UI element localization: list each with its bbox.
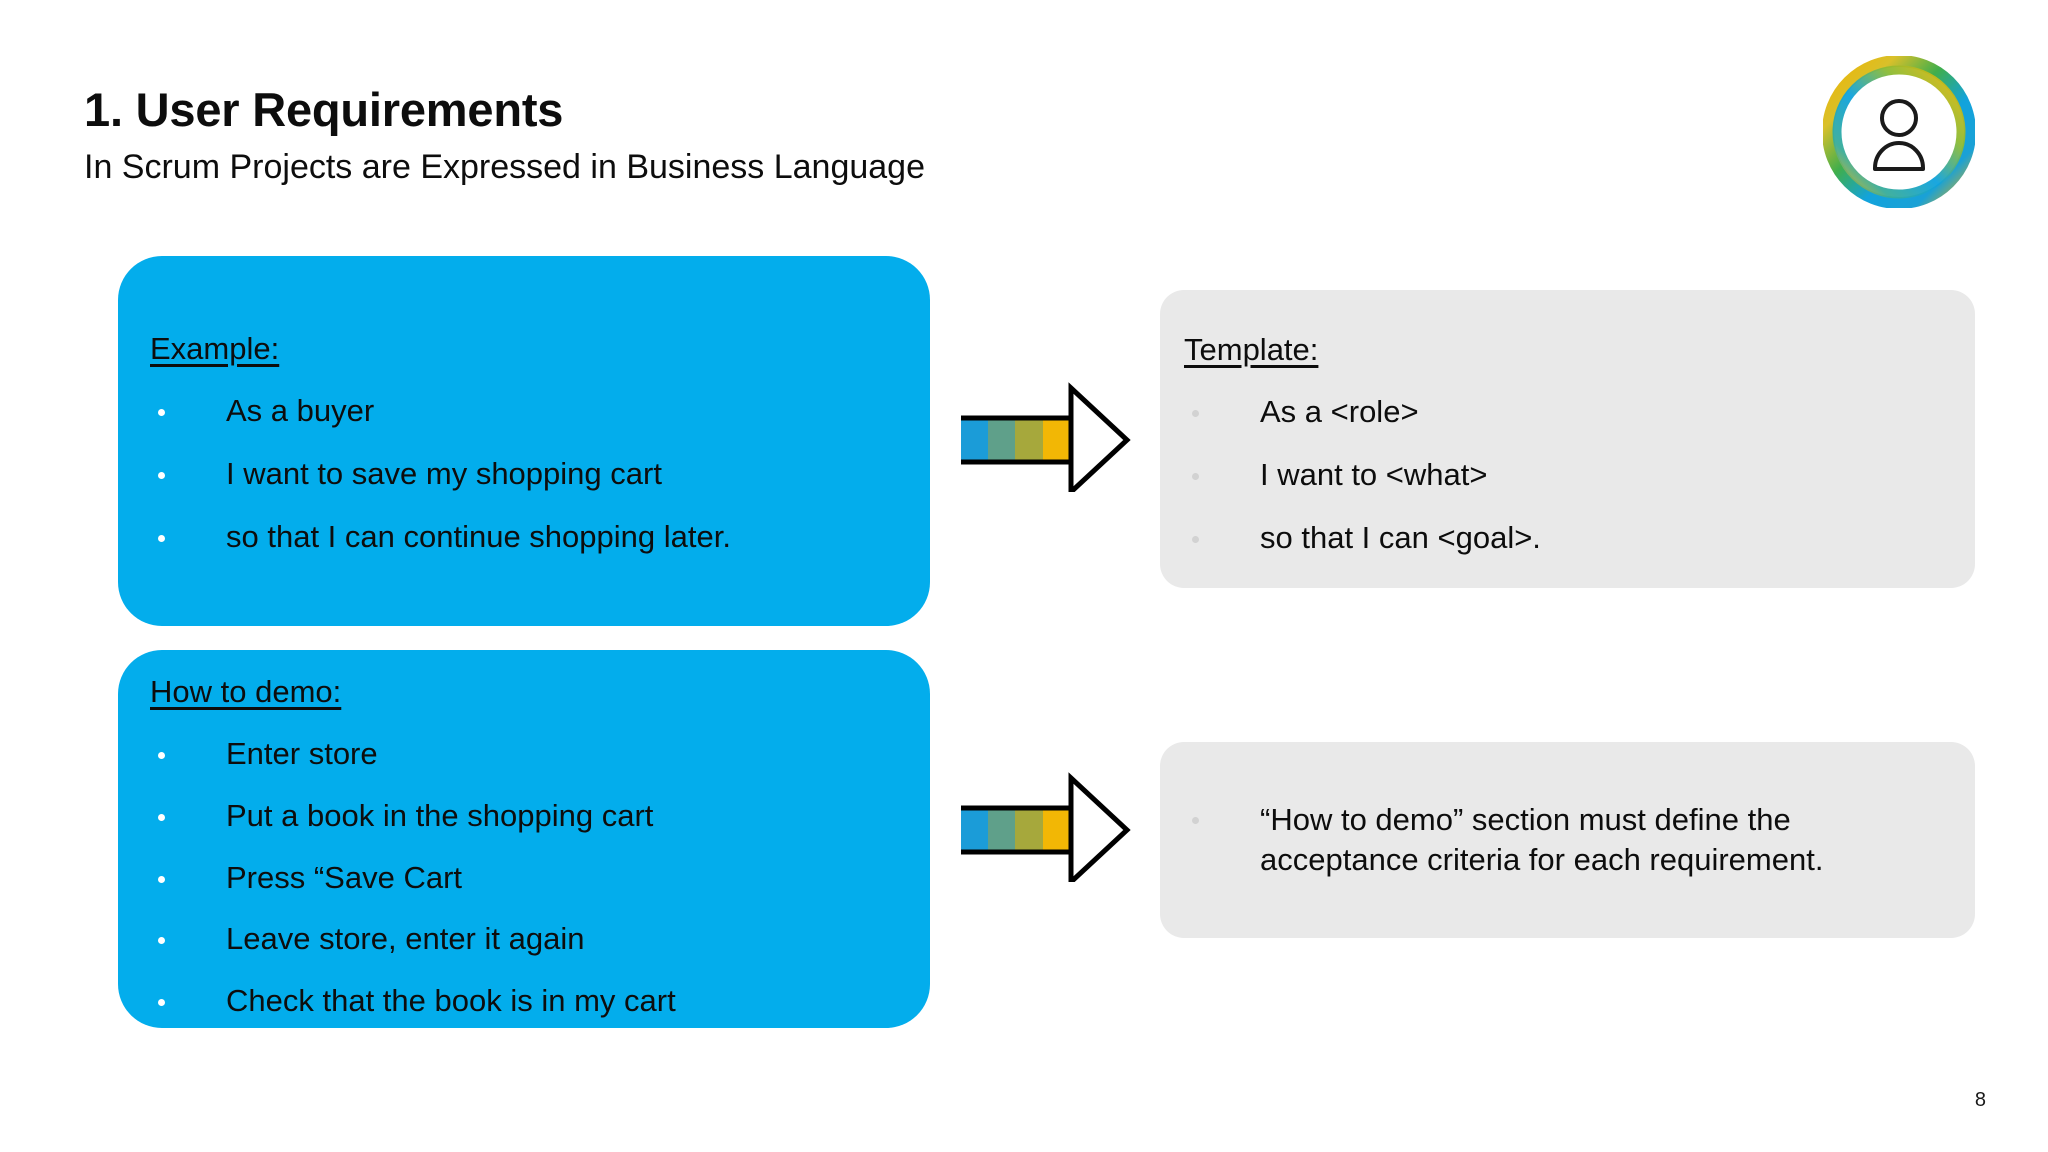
card-acceptance-criteria: “How to demo” section must define the ac… bbox=[1160, 742, 1975, 938]
list-item: Enter store bbox=[150, 735, 910, 773]
list-item: I want to save my shopping cart bbox=[150, 455, 910, 493]
right-arrow-icon bbox=[961, 382, 1131, 498]
card-how-to-demo-list: Enter store Put a book in the shopping c… bbox=[150, 735, 910, 1020]
list-item: so that I can <goal>. bbox=[1184, 519, 1954, 557]
card-acceptance-list: “How to demo” section must define the ac… bbox=[1184, 800, 1864, 881]
user-avatar-logo bbox=[1822, 55, 1976, 209]
list-item: I want to <what> bbox=[1184, 456, 1954, 494]
list-item: As a <role> bbox=[1184, 393, 1954, 431]
page-number: 8 bbox=[1974, 1089, 1986, 1111]
list-item: Leave store, enter it again bbox=[150, 920, 910, 958]
right-arrow-icon bbox=[961, 772, 1131, 888]
list-item: Put a book in the shopping cart bbox=[150, 797, 910, 835]
card-template-heading: Template: bbox=[1184, 332, 1319, 367]
list-item: As a buyer bbox=[150, 392, 910, 430]
arrow-demo-to-acceptance bbox=[955, 770, 1135, 888]
list-item: “How to demo” section must define the ac… bbox=[1184, 800, 1864, 881]
card-example: Example: As a buyer I want to save my sh… bbox=[118, 256, 930, 626]
card-how-to-demo-heading: How to demo: bbox=[150, 674, 342, 709]
list-item: Check that the book is in my cart bbox=[150, 982, 910, 1020]
card-example-heading: Example: bbox=[150, 331, 280, 366]
list-item: Press “Save Cart bbox=[150, 859, 910, 897]
card-template-list: As a <role> I want to <what> so that I c… bbox=[1184, 393, 1954, 556]
card-example-list: As a buyer I want to save my shopping ca… bbox=[150, 392, 910, 555]
list-item: so that I can continue shopping later. bbox=[150, 518, 910, 556]
page-subtitle: In Scrum Projects are Expressed in Busin… bbox=[84, 148, 926, 186]
page-title: 1. User Requirements bbox=[84, 83, 564, 136]
card-how-to-demo: How to demo: Enter store Put a book in t… bbox=[118, 650, 930, 1028]
avatar-icon bbox=[1822, 55, 1976, 209]
card-template: Template: As a <role> I want to <what> s… bbox=[1160, 290, 1975, 588]
arrow-example-to-template bbox=[955, 380, 1135, 498]
